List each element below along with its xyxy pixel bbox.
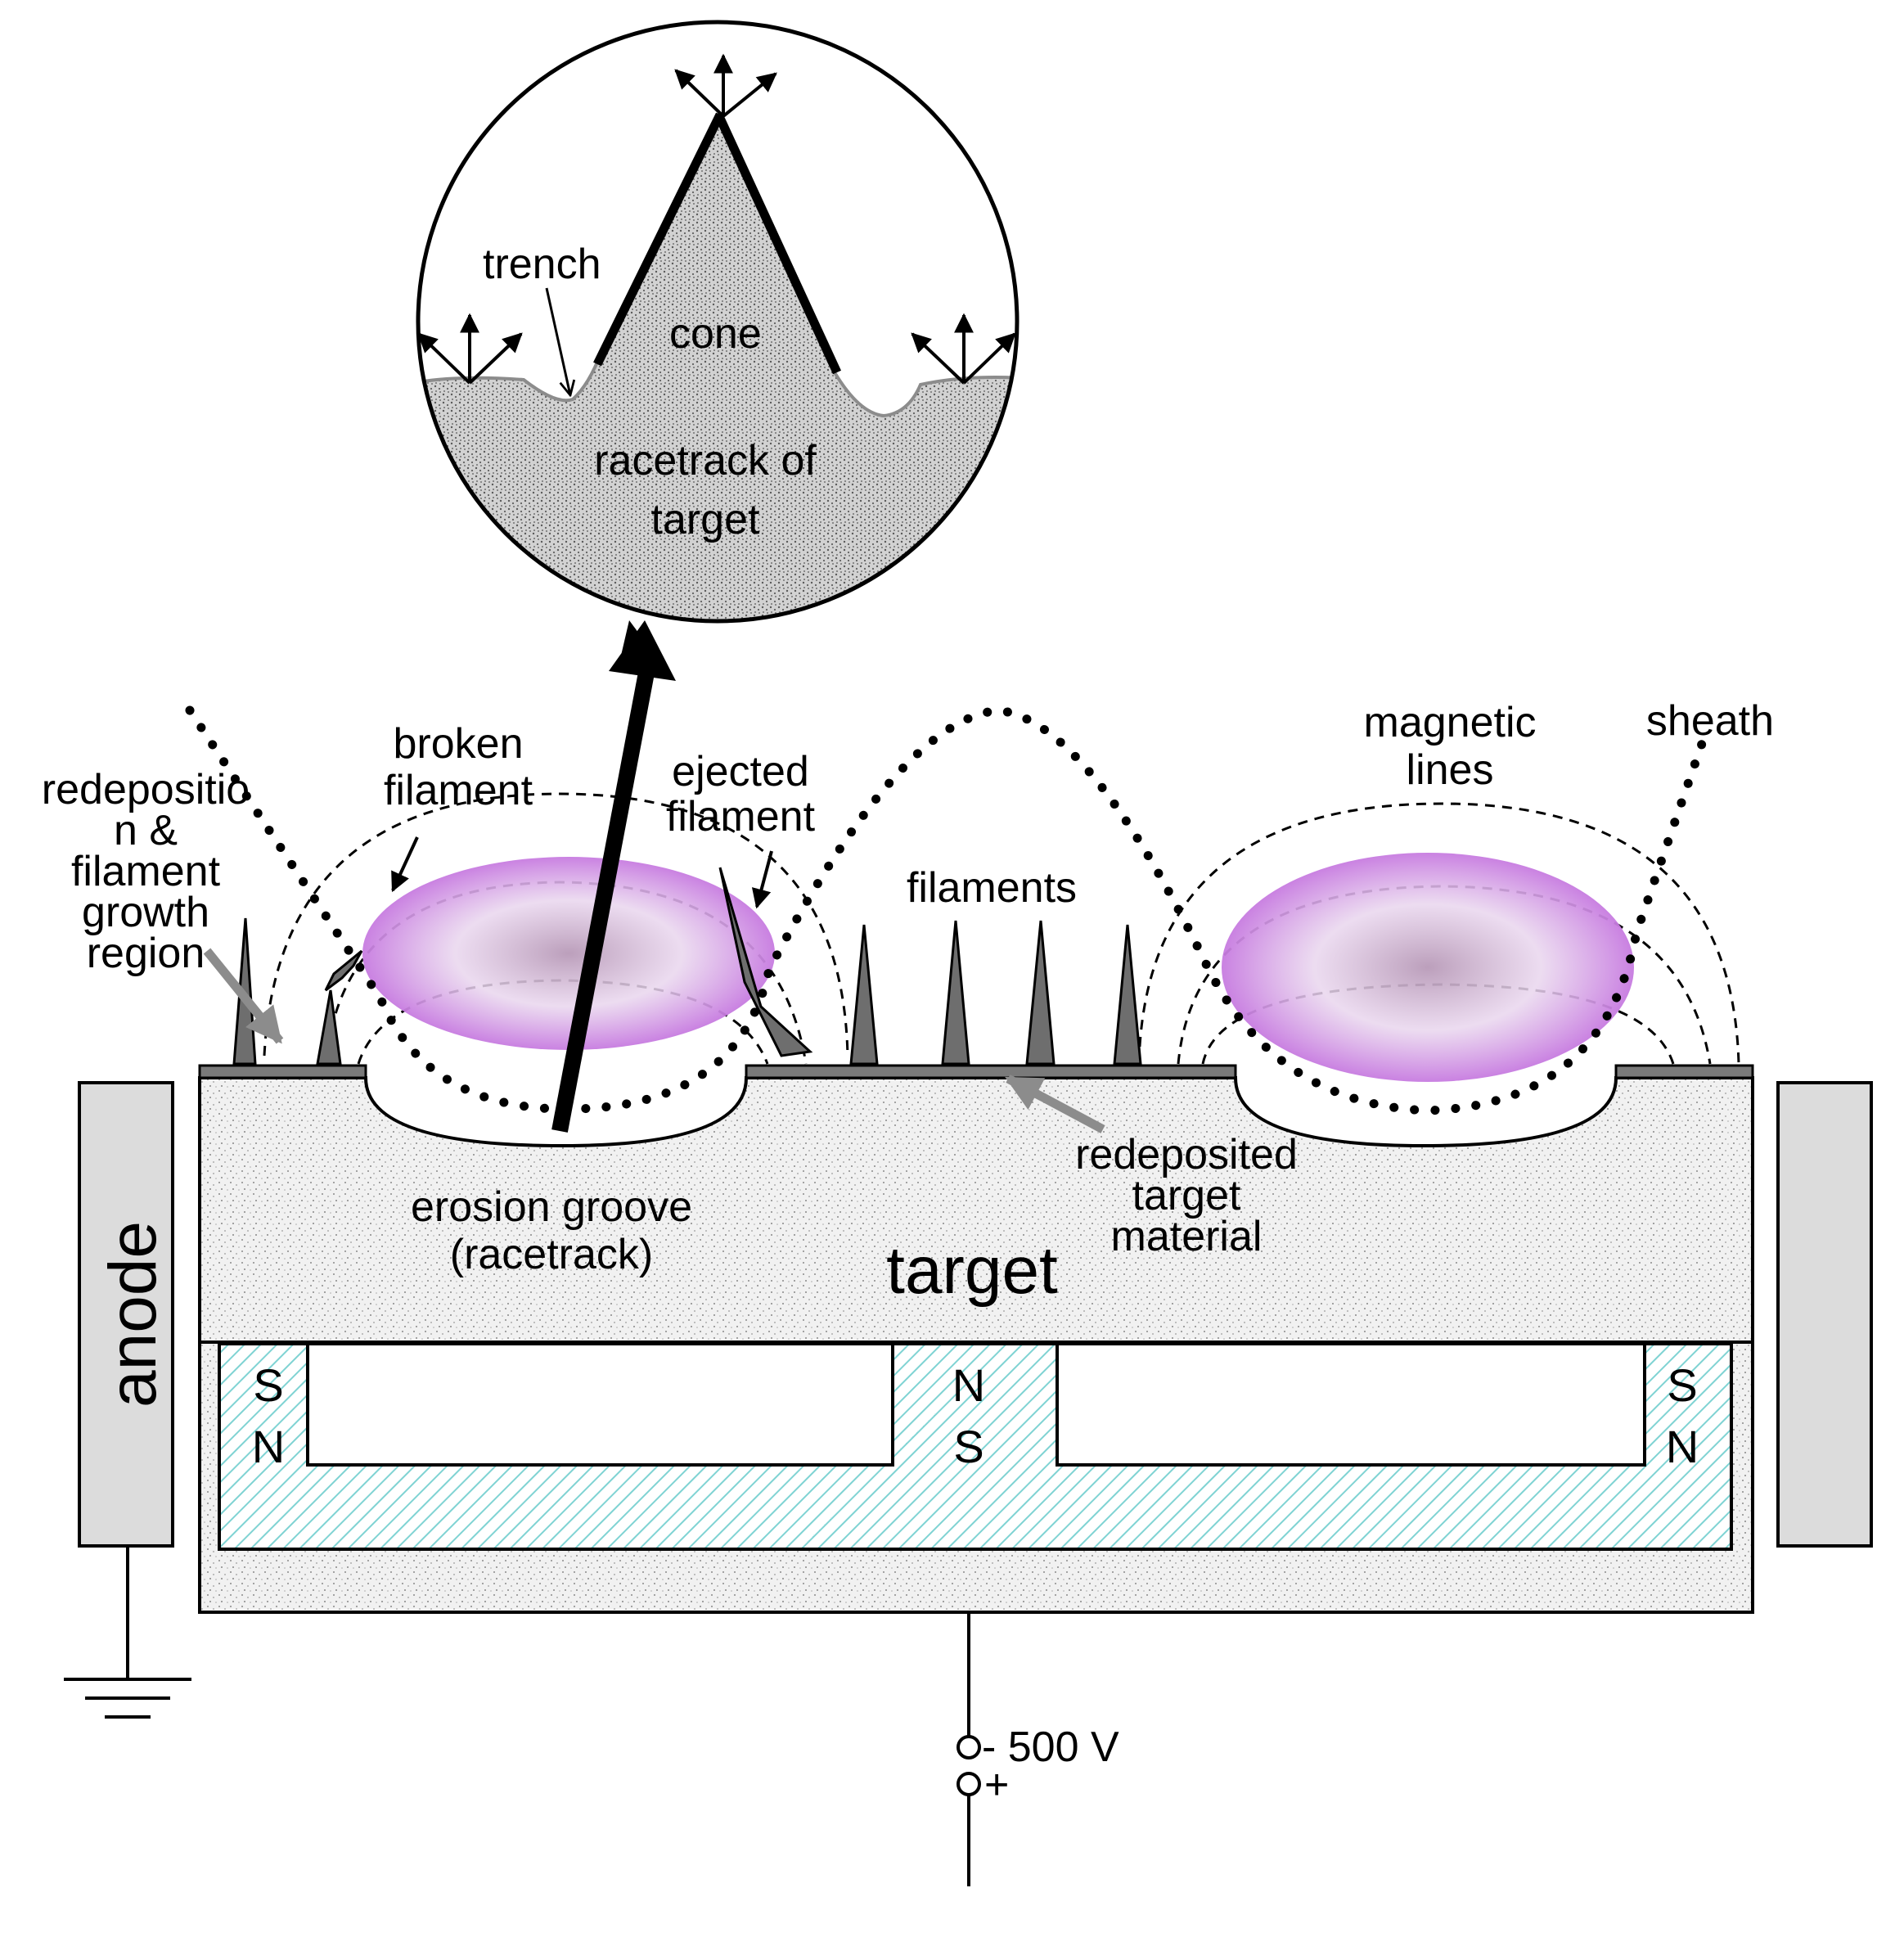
magnetic-lines-label-line2: lines xyxy=(1407,746,1494,794)
right-surface-emission-arrows xyxy=(911,313,1016,385)
right-magnet-pole-top: S xyxy=(1667,1359,1697,1411)
right-magnet-pole-bottom: N xyxy=(1666,1421,1699,1472)
plasma-right xyxy=(1222,853,1634,1082)
main-zoom-arrowhead-tip xyxy=(609,620,676,681)
redeposited-material-label-line2: target xyxy=(1132,1172,1242,1219)
erosion-groove-label-line1: erosion groove xyxy=(411,1183,692,1231)
redeposition-pointer xyxy=(203,948,284,1044)
trench-pointer xyxy=(545,287,570,395)
center-magnet-pole-top: N xyxy=(952,1359,985,1411)
anode-label: anode xyxy=(96,1221,170,1408)
magnet-gap-left xyxy=(306,1342,894,1467)
redeposition-label-line2: n & xyxy=(114,807,178,854)
labels: redepositio n & filament growth region b… xyxy=(42,697,1774,1308)
redeposition-label-line4: growth xyxy=(82,889,209,936)
center-magnet-pole-bottom: S xyxy=(953,1421,984,1472)
left-magnet-pole-top: S xyxy=(253,1359,283,1411)
magnified-inset: trench cone racetrack of target xyxy=(416,20,1020,624)
ejected-filament-pointer xyxy=(751,850,773,909)
positive-terminal xyxy=(957,1772,981,1796)
broken-filament-pointer xyxy=(391,836,419,893)
magnetic-lines-label-line1: magnetic xyxy=(1364,699,1537,746)
cone-edge-left xyxy=(593,112,724,367)
redeposit-layer-center xyxy=(745,1064,1237,1079)
plus-label: + xyxy=(984,1761,1009,1809)
anode-right xyxy=(1776,1081,1873,1548)
voltage-label: - 500 V xyxy=(982,1723,1119,1771)
plasma-left xyxy=(362,857,775,1050)
sheath-label: sheath xyxy=(1646,697,1774,745)
racetrack-of-target-label-line2: target xyxy=(651,496,761,543)
filaments-label: filaments xyxy=(907,864,1077,912)
negative-terminal xyxy=(957,1735,981,1760)
redeposited-material-label-line3: material xyxy=(1111,1213,1263,1260)
trench-label: trench xyxy=(483,241,601,288)
broken-filament-label-line2: filament xyxy=(384,767,533,814)
target-block xyxy=(198,1064,1754,1344)
magnet-gap-right xyxy=(1056,1342,1646,1467)
ground-connection xyxy=(64,1546,191,1719)
ejected-filament-label-line1: ejected xyxy=(672,748,809,795)
magnet-assembly: S N N S S N xyxy=(198,1340,1754,1614)
anode-left: anode xyxy=(78,1081,174,1548)
redeposit-layer-left xyxy=(198,1064,367,1079)
racetrack-of-target-label: racetrack of xyxy=(594,437,817,484)
target-label: target xyxy=(886,1233,1058,1308)
erosion-groove-label-line2: (racetrack) xyxy=(450,1231,653,1278)
redeposition-label-line5: region xyxy=(87,930,205,977)
left-surface-emission-arrows xyxy=(417,313,523,385)
target-body xyxy=(198,1076,1754,1344)
redeposited-material-pointer xyxy=(1005,1075,1105,1133)
redeposit-layer-right xyxy=(1614,1064,1754,1079)
redeposition-label-line3: filament xyxy=(71,848,221,895)
cone-label: cone xyxy=(669,310,762,358)
main-zoom-arrow xyxy=(551,671,655,1133)
cone-edge-right xyxy=(714,112,841,375)
redeposition-label-line1: redepositio xyxy=(42,766,250,813)
redeposited-material-label-line1: redeposited xyxy=(1075,1131,1298,1178)
ejected-filament-label-line2: filament xyxy=(666,793,816,840)
power-supply: - 500 V + xyxy=(957,1612,1119,1886)
left-magnet-pole-bottom: N xyxy=(252,1421,285,1472)
broken-filament-label-line1: broken xyxy=(394,720,524,768)
cone-tip-emission-arrows xyxy=(674,53,777,118)
